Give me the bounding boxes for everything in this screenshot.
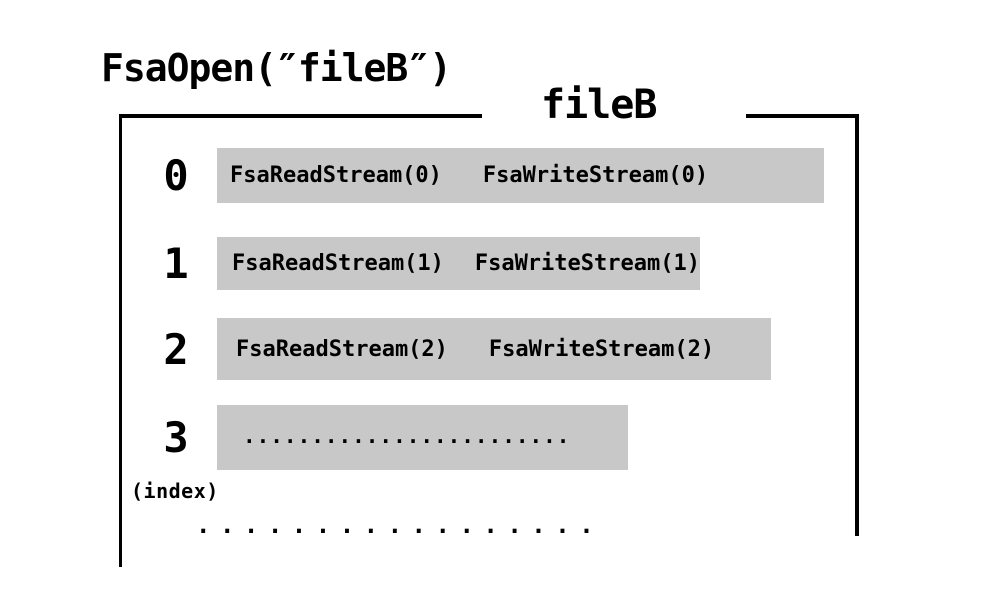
read-stream-label-1: FsaReadStream(1) (232, 251, 444, 276)
write-stream-label-2: FsaWriteStream(2) (488, 336, 715, 362)
slot-row-3: ........................ (217, 405, 628, 470)
slot-index-3: 3 (163, 413, 189, 462)
file-box-border-top-left (119, 114, 482, 118)
file-box-border-left (119, 115, 122, 567)
fsa-open-call-label: FsaOpen(″fileB″) (101, 46, 452, 90)
file-box-border-top-right (746, 114, 859, 118)
read-stream-label-0: FsaReadStream(0) (230, 163, 442, 188)
slot-index-0: 0 (163, 151, 189, 200)
slot-row-2: FsaReadStream(2) FsaWriteStream(2) (217, 318, 771, 380)
slot-row-1: FsaReadStream(1) FsaWriteStream(1) (217, 237, 700, 290)
more-rows-ellipsis: ................. (196, 511, 604, 539)
slot-index-2: 2 (163, 324, 189, 374)
write-stream-label-0: FsaWriteStream(0) (482, 163, 709, 188)
file-box-border-right (855, 114, 859, 536)
slot-index-1: 1 (163, 239, 189, 288)
write-stream-label-1: FsaWriteStream(1) (474, 251, 700, 276)
index-caption: (index) (131, 479, 219, 503)
file-name-label: fileB (541, 82, 657, 128)
empty-slot-dots: ........................ (243, 423, 571, 448)
slot-row-0: FsaReadStream(0) FsaWriteStream(0) (217, 148, 824, 203)
read-stream-label-2: FsaReadStream(2) (236, 336, 448, 362)
